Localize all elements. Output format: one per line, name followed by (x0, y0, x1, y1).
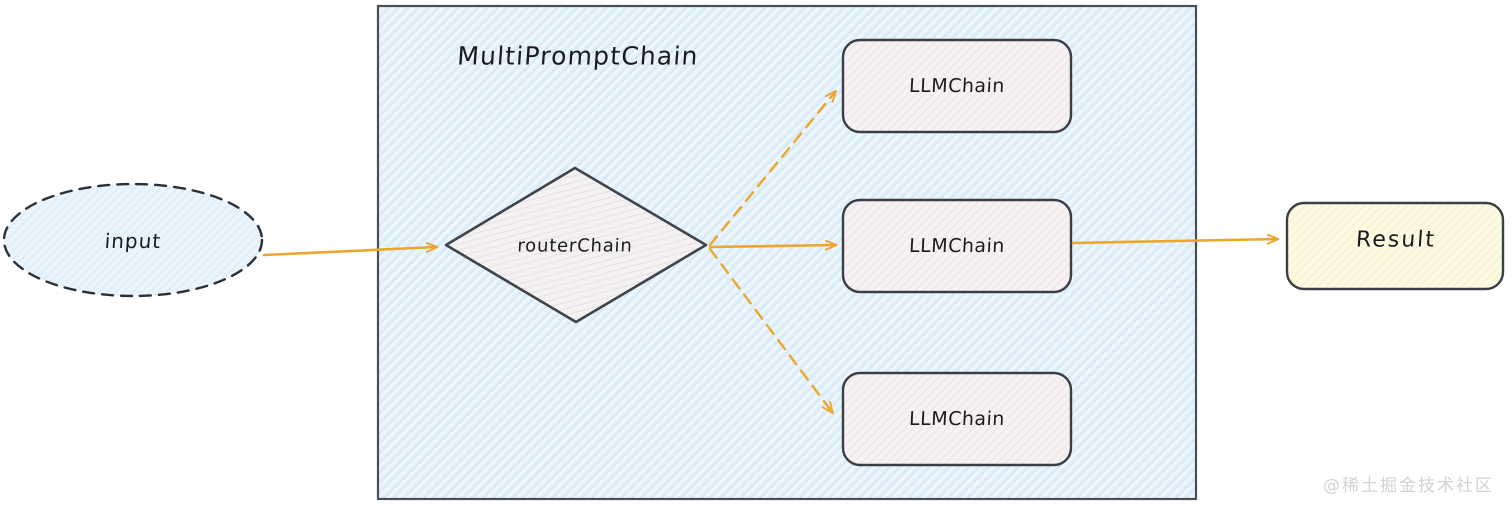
node-router-chain[interactable] (444, 166, 708, 324)
edge-input-router-line (262, 247, 436, 257)
edge-input-to-router (262, 247, 436, 257)
edge-router-to-llm-top (708, 92, 835, 247)
llm-chain-middle-rect (841, 198, 1073, 294)
edge-llm-middle-to-result (1071, 239, 1277, 243)
node-result[interactable] (1285, 201, 1505, 291)
node-input[interactable] (2, 182, 264, 298)
container-title-label: MultiPromptChain (456, 41, 700, 71)
edge-router-llm-middle-line (708, 245, 835, 247)
llm-chain-top-rect (841, 38, 1073, 134)
edge-router-to-llm-middle (708, 245, 835, 247)
watermark-label: @稀土掘金技术社区 (1323, 476, 1494, 496)
input-node-label: input (103, 229, 163, 253)
router-chain-label: routerChain (516, 235, 634, 257)
llm-chain-bottom-rect (841, 371, 1073, 467)
node-llm-chain-top[interactable] (841, 38, 1073, 134)
edge-router-llm-bottom-line (708, 247, 832, 412)
llm-chain-top-label: LLMChain (908, 75, 1006, 97)
llm-chain-middle-label: LLMChain (908, 235, 1006, 257)
input-ellipse (2, 182, 264, 298)
node-llm-chain-middle[interactable] (841, 198, 1073, 294)
router-chain-diamond (444, 166, 708, 324)
node-llm-chain-bottom[interactable] (841, 371, 1073, 467)
llm-chain-bottom-label: LLMChain (908, 408, 1006, 430)
edge-router-llm-top-line (708, 92, 835, 247)
result-rect (1285, 201, 1505, 291)
result-node-label: Result (1355, 227, 1437, 253)
edge-router-to-llm-bottom (708, 247, 832, 412)
edge-llm-result-line (1071, 239, 1277, 243)
